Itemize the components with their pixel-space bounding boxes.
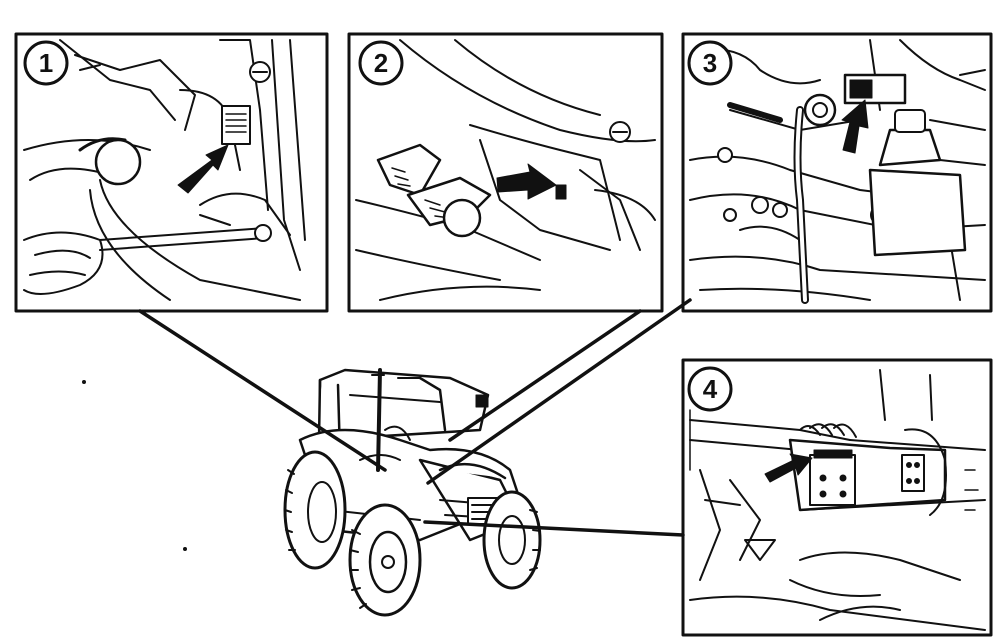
callout-badge-2: 2 xyxy=(358,40,404,86)
rear-wheel xyxy=(283,450,347,570)
leader-line-1 xyxy=(138,309,387,472)
leader-lines xyxy=(138,298,692,537)
callout-number: 2 xyxy=(374,48,388,78)
arrow-icon xyxy=(764,453,813,483)
callout-badge-4: 4 xyxy=(687,366,733,412)
callout-badge-3: 3 xyxy=(687,40,733,86)
callout-number: 3 xyxy=(703,48,717,78)
panel-2: 2 xyxy=(347,32,664,313)
front-left-wheel xyxy=(348,503,422,617)
leader-line-3 xyxy=(426,298,692,485)
arrow-icon xyxy=(177,144,229,194)
leader-line-2 xyxy=(448,309,642,442)
tractor-illustration xyxy=(283,368,542,617)
panel-3: 3 xyxy=(681,32,993,313)
panel-4: 4 xyxy=(681,358,993,637)
arrow-icon xyxy=(496,163,557,200)
panel-1: 1 xyxy=(14,32,329,313)
leader-line-4 xyxy=(423,520,685,537)
scan-specks xyxy=(82,380,187,551)
callout-number: 1 xyxy=(39,48,53,78)
callout-number: 4 xyxy=(703,374,718,404)
arrow-icon xyxy=(841,99,869,154)
front-right-wheel xyxy=(482,490,542,590)
callout-badge-1: 1 xyxy=(23,40,69,86)
